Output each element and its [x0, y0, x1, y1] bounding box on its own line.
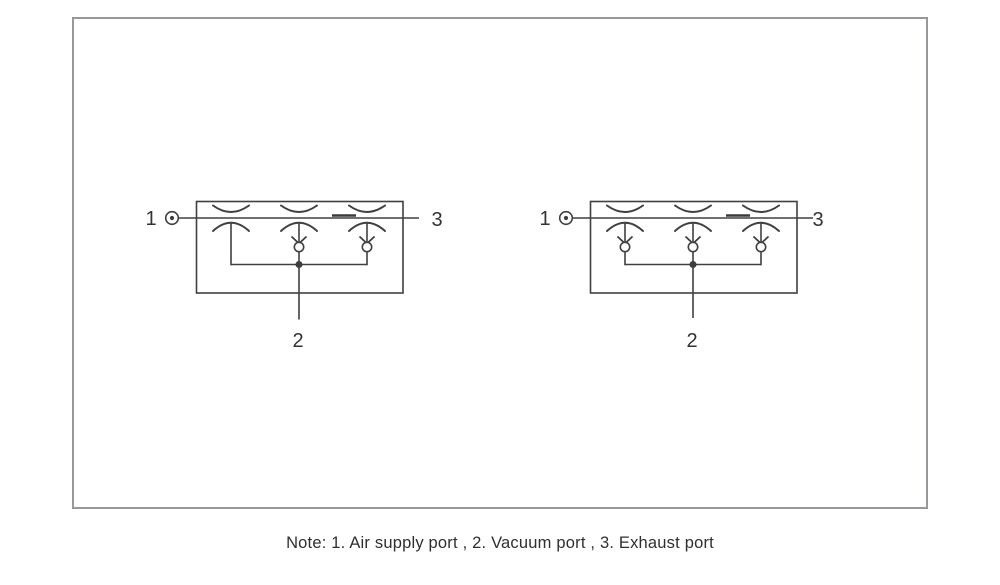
nozzle-bottom-arc: [348, 221, 386, 232]
port-3-label: 3: [431, 209, 442, 231]
valve-ball: [361, 241, 373, 253]
check-valve-symbol-2: [684, 223, 702, 266]
port-1-source-dot: [169, 215, 175, 221]
port-1-label: 1: [145, 208, 156, 230]
port-3-label: 3: [812, 209, 823, 231]
nozzle-bottom-arc: [212, 221, 250, 232]
nozzle-bottom-arc: [606, 221, 644, 232]
port-1-source-dot: [563, 215, 569, 221]
nozzle-top-arc: [674, 204, 712, 213]
valve-ball: [755, 241, 767, 253]
nozzle-symbol-3: [348, 204, 386, 232]
nozzle-symbol-1: [606, 204, 644, 232]
valve-ball: [619, 241, 631, 253]
nozzle-symbol-2: [674, 204, 712, 232]
valve-ball: [293, 241, 305, 253]
check-valve-symbol-3: [752, 223, 770, 266]
ejector-diagram-right: 1 3 2: [539, 200, 824, 352]
nozzle-top-arc: [280, 204, 318, 213]
port-2-label: 2: [686, 330, 697, 352]
nozzle-top-arc: [212, 204, 250, 213]
nozzle-bottom-arc: [280, 221, 318, 232]
valve-ball: [687, 241, 699, 253]
port-2-label: 2: [292, 330, 303, 352]
nozzle-symbol-3: [742, 204, 780, 232]
check-valve-symbol-1: [616, 223, 634, 266]
diagram-frame: [72, 17, 928, 509]
note-text: Note: 1. Air supply port , 2. Vacuum por…: [286, 534, 714, 552]
check-valve-symbol-2: [290, 223, 308, 266]
nozzle-top-arc: [606, 204, 644, 213]
check-valve-symbol-3: [358, 223, 376, 266]
nozzle-top-arc: [348, 204, 386, 213]
port-1-label: 1: [539, 208, 550, 230]
nozzle-bottom-arc: [674, 221, 712, 232]
nozzle-symbol-2: [280, 204, 318, 232]
nozzle-top-arc: [742, 204, 780, 213]
nozzle-symbol-1: [212, 204, 250, 232]
nozzle-bottom-arc: [742, 221, 780, 232]
ejector-diagram-left: 1 3 2: [145, 200, 443, 352]
